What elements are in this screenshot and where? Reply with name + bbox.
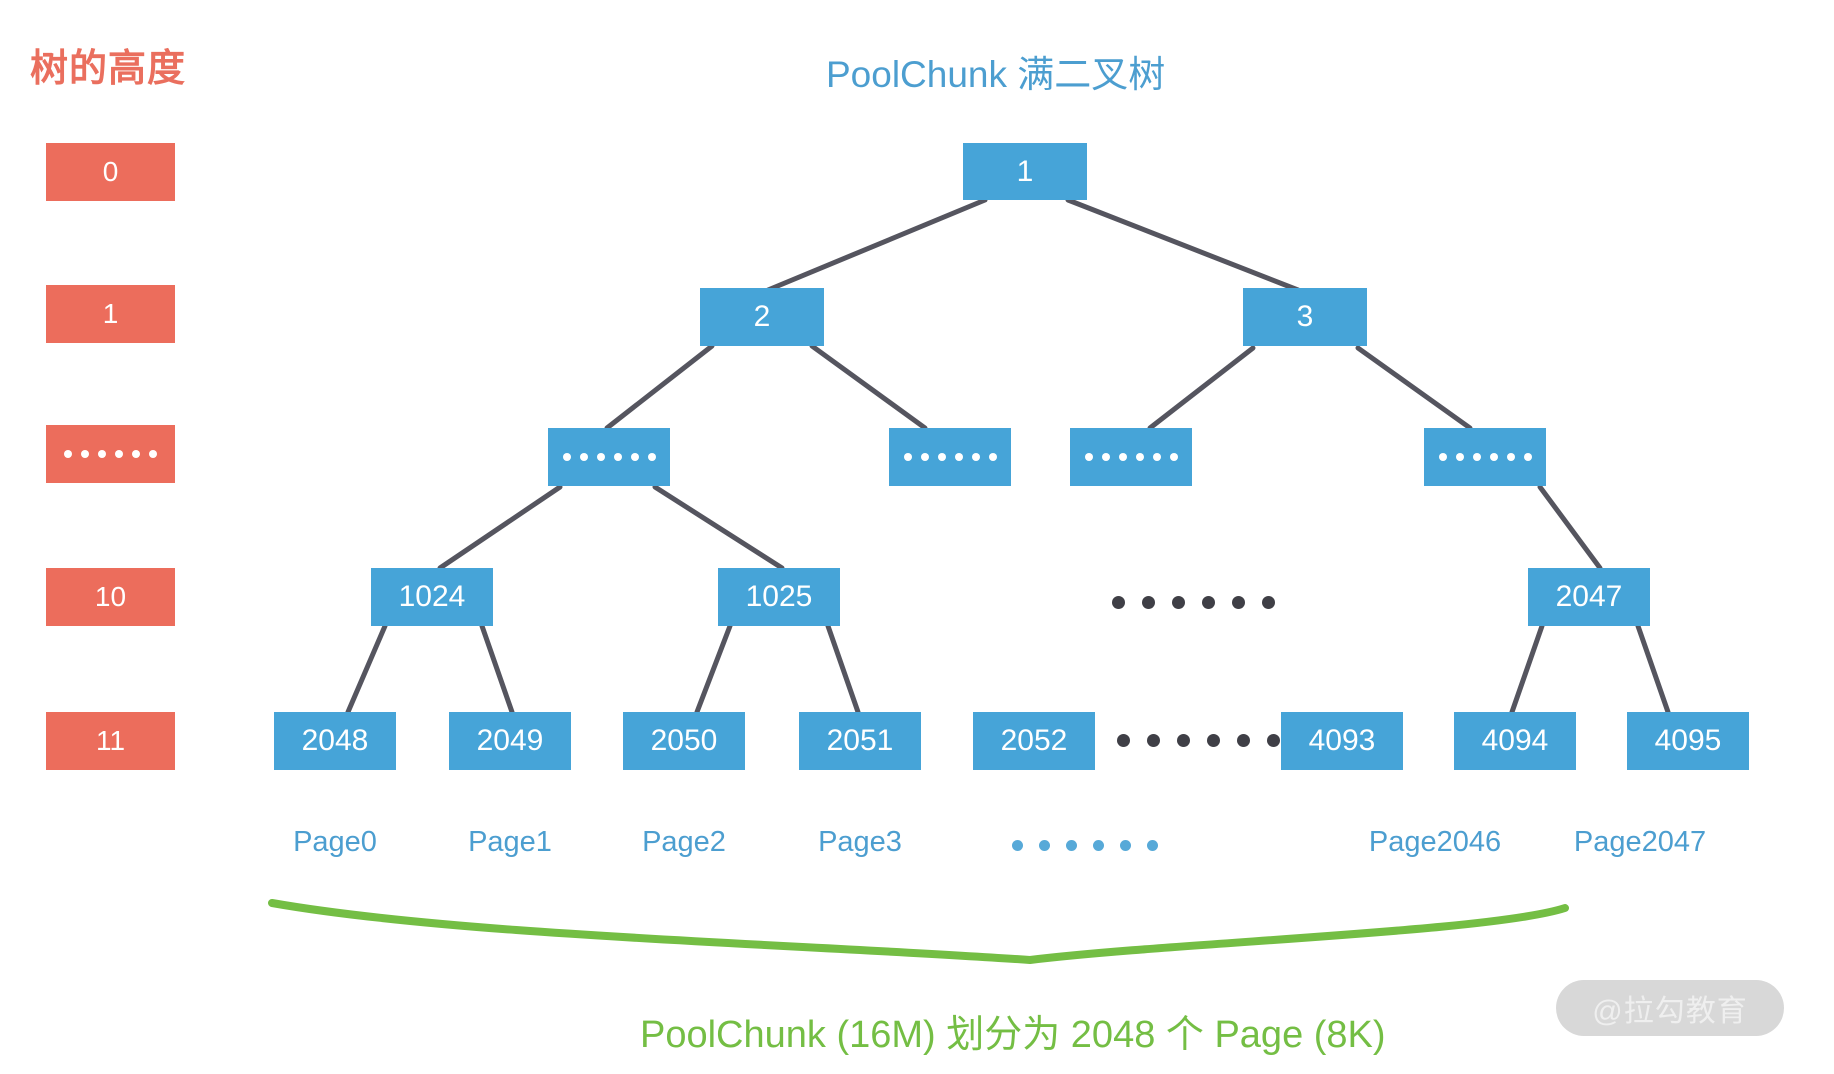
edge-1025-2051 <box>825 623 861 715</box>
ellipsis-dots-icon <box>1438 453 1532 461</box>
tree-node-2-label: 2 <box>753 300 771 333</box>
tree-node-2052-label: 2052 <box>1000 724 1068 757</box>
tree-node-2049[interactable]: 2049 <box>449 712 571 770</box>
level10-ellipsis <box>1112 596 1275 609</box>
page-title-tree-height: 树的高度 <box>30 48 187 90</box>
tree-node-1024-label: 1024 <box>398 580 466 613</box>
tree-node-4094[interactable]: 4094 <box>1454 712 1576 770</box>
tree-node-1-label: 1 <box>1016 154 1034 188</box>
tree-node-2[interactable]: 2 <box>700 288 824 346</box>
edge-A-1025 <box>652 484 785 571</box>
tree-node-2051[interactable]: 2051 <box>799 712 921 770</box>
ellipsis-dots-icon <box>1012 840 1158 851</box>
height-box-1-label: 1 <box>102 298 119 329</box>
tree-node-1025[interactable]: 1025 <box>718 568 840 626</box>
tree-node-ellipsis-d[interactable] <box>1424 428 1546 486</box>
tree-node-2048-label: 2048 <box>301 724 369 757</box>
edge-2-L <box>604 343 715 431</box>
tree-node-2051-label: 2051 <box>826 724 894 757</box>
edge-D-2047 <box>1537 484 1603 571</box>
watermark-label: @拉勾教育 <box>1592 995 1748 1028</box>
tree-node-1024[interactable]: 1024 <box>371 568 493 626</box>
edge-1024-2049 <box>479 623 515 715</box>
tree-node-4093-label: 4093 <box>1308 724 1376 757</box>
tree-node-2049-label: 2049 <box>476 724 544 757</box>
edge-2047-4095 <box>1635 623 1671 715</box>
height-box-11-label: 11 <box>95 725 126 756</box>
height-box-10-label: 10 <box>94 581 127 612</box>
edge-3-L <box>1147 345 1256 431</box>
tree-node-2048[interactable]: 2048 <box>274 712 396 770</box>
tree-node-2047[interactable]: 2047 <box>1528 568 1650 626</box>
tree-node-ellipsis-c[interactable] <box>1070 428 1192 486</box>
tree-node-4093[interactable]: 4093 <box>1281 712 1403 770</box>
page-label-0: Page0 <box>293 826 377 858</box>
edge-3-R <box>1355 345 1473 431</box>
page-label-2047: Page2047 <box>1573 826 1707 858</box>
page-label-3: Page3 <box>818 826 902 858</box>
ellipsis-dots-icon <box>903 453 997 461</box>
edge-2-R <box>809 343 928 431</box>
edge-2047-4094 <box>1509 623 1545 715</box>
tree-node-1025-label: 1025 <box>745 580 813 613</box>
tree-node-ellipsis-a[interactable] <box>548 428 670 486</box>
page-label-1: Page1 <box>468 826 552 858</box>
tree-node-2052[interactable]: 2052 <box>973 712 1095 770</box>
tree-node-2050-label: 2050 <box>650 724 718 757</box>
bottom-caption: PoolChunk (16M) 划分为 2048 个 Page (8K) <box>640 1014 1386 1056</box>
height-box-ellipsis <box>46 425 175 483</box>
height-box-10: 10 <box>46 568 175 626</box>
ellipsis-dots-icon <box>1117 734 1280 747</box>
edge-1025-2050 <box>694 623 733 715</box>
tree-node-2050[interactable]: 2050 <box>623 712 745 770</box>
ellipsis-dots-icon <box>1084 453 1178 461</box>
tree-node-4094-label: 4094 <box>1481 724 1549 757</box>
height-box-0: 0 <box>46 143 175 201</box>
page-label-2: Page2 <box>642 826 726 858</box>
tree-node-4095[interactable]: 4095 <box>1627 712 1749 770</box>
tree-node-1[interactable]: 1 <box>963 143 1087 200</box>
ellipsis-dots-icon <box>562 453 656 461</box>
tree-node-3-label: 3 <box>1296 300 1314 333</box>
tree-node-ellipsis-b[interactable] <box>889 428 1011 486</box>
edge-1-2 <box>765 197 988 293</box>
height-box-0-label: 0 <box>102 156 119 187</box>
edge-A-1024 <box>437 484 563 571</box>
edge-1-3 <box>1065 197 1301 293</box>
page-label-ellipsis <box>1012 840 1158 851</box>
height-box-1: 1 <box>46 285 175 343</box>
tree-node-4095-label: 4095 <box>1654 724 1722 757</box>
leaf-ellipsis <box>1117 734 1280 747</box>
page-label-2046: Page2046 <box>1368 826 1502 858</box>
tree-node-3[interactable]: 3 <box>1243 288 1367 346</box>
height-box-11: 11 <box>46 712 175 770</box>
tree-node-2047-label: 2047 <box>1555 580 1623 613</box>
edge-1024-2048 <box>345 623 388 715</box>
ellipsis-dots-icon <box>1112 596 1275 609</box>
watermark-badge: @拉勾教育 <box>1556 980 1784 1036</box>
ellipsis-dots-icon <box>64 450 157 458</box>
page-title-poolchunk: PoolChunk 满二叉树 <box>826 54 1166 95</box>
